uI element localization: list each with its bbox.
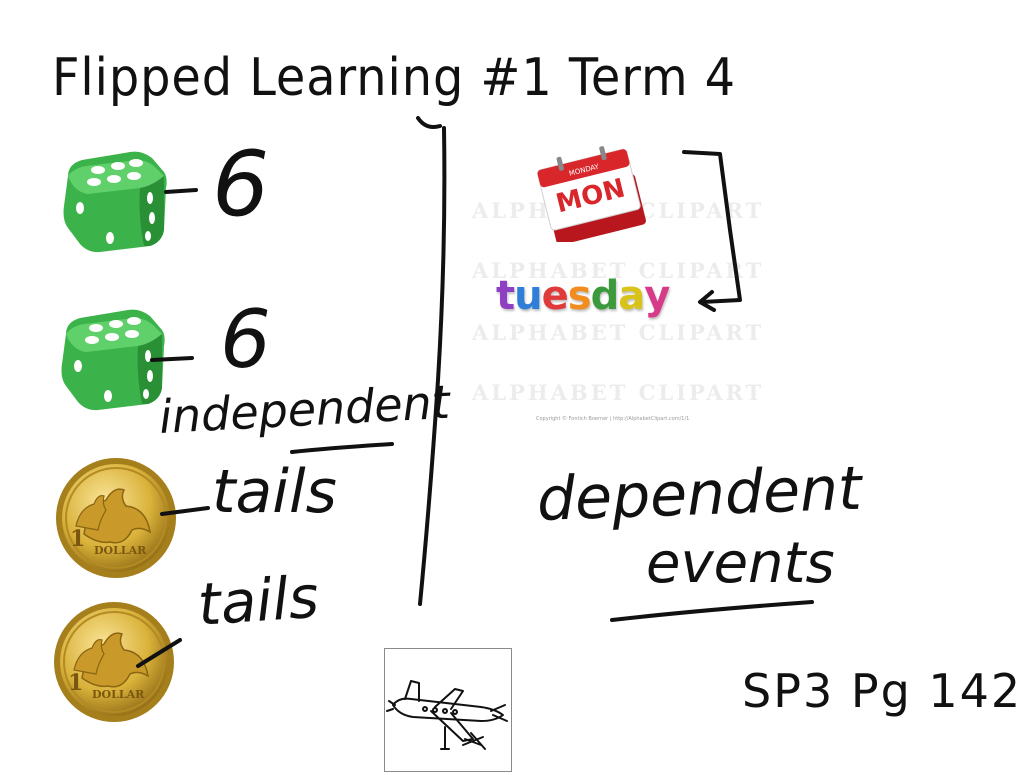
dependent-underline xyxy=(610,600,814,622)
tuesday-letter: t xyxy=(496,273,515,319)
independent-underline xyxy=(290,442,394,454)
page-reference: SP3 Pg 142. xyxy=(742,664,1024,718)
calendar-icon: MONDAY MON xyxy=(537,146,646,242)
die-1-value: 6 xyxy=(212,132,270,237)
one-dollar-coin-icon: 1 DOLLAR xyxy=(56,458,176,578)
arrow-head xyxy=(698,290,716,312)
die-1-dash xyxy=(164,188,198,194)
coin-1-value: tails xyxy=(212,457,337,527)
green-die-icon xyxy=(63,151,167,253)
watermark-text: ALPHABET CLIPART xyxy=(472,320,765,345)
tuesday-word: tuesday xyxy=(496,273,670,319)
one-dollar-coin-icon: 1 DOLLAR xyxy=(54,602,174,722)
divider-line xyxy=(418,126,447,606)
tuesday-letter: s xyxy=(567,273,592,319)
tuesday-letter: e xyxy=(541,273,569,319)
tuesday-letter: u xyxy=(514,273,543,319)
airplane-icon xyxy=(386,680,508,750)
events-label: events xyxy=(646,531,835,596)
dependent-label: dependent xyxy=(535,453,863,535)
tuesday-letter: d xyxy=(590,273,620,319)
tuesday-letter: a xyxy=(618,273,645,319)
copyright-text: Copyright © Fontich Boerner | http://Alp… xyxy=(536,416,690,422)
watermark-text: ALPHABET CLIPART xyxy=(472,380,765,405)
svg-text:DOLLAR: DOLLAR xyxy=(94,544,147,557)
svg-text:DOLLAR: DOLLAR xyxy=(92,688,145,701)
tuesday-letter: y xyxy=(644,273,670,319)
independent-label: independent xyxy=(157,374,451,444)
title-hook xyxy=(416,116,442,129)
title-text: Flipped Learning #1 Term 4 xyxy=(52,48,736,108)
green-die-icon xyxy=(61,309,165,411)
coin-2-value: tails xyxy=(195,562,321,639)
die-2-value: 6 xyxy=(220,293,271,386)
svg-text:1: 1 xyxy=(70,526,85,552)
svg-text:1: 1 xyxy=(68,670,83,696)
airplane-image xyxy=(384,648,512,772)
